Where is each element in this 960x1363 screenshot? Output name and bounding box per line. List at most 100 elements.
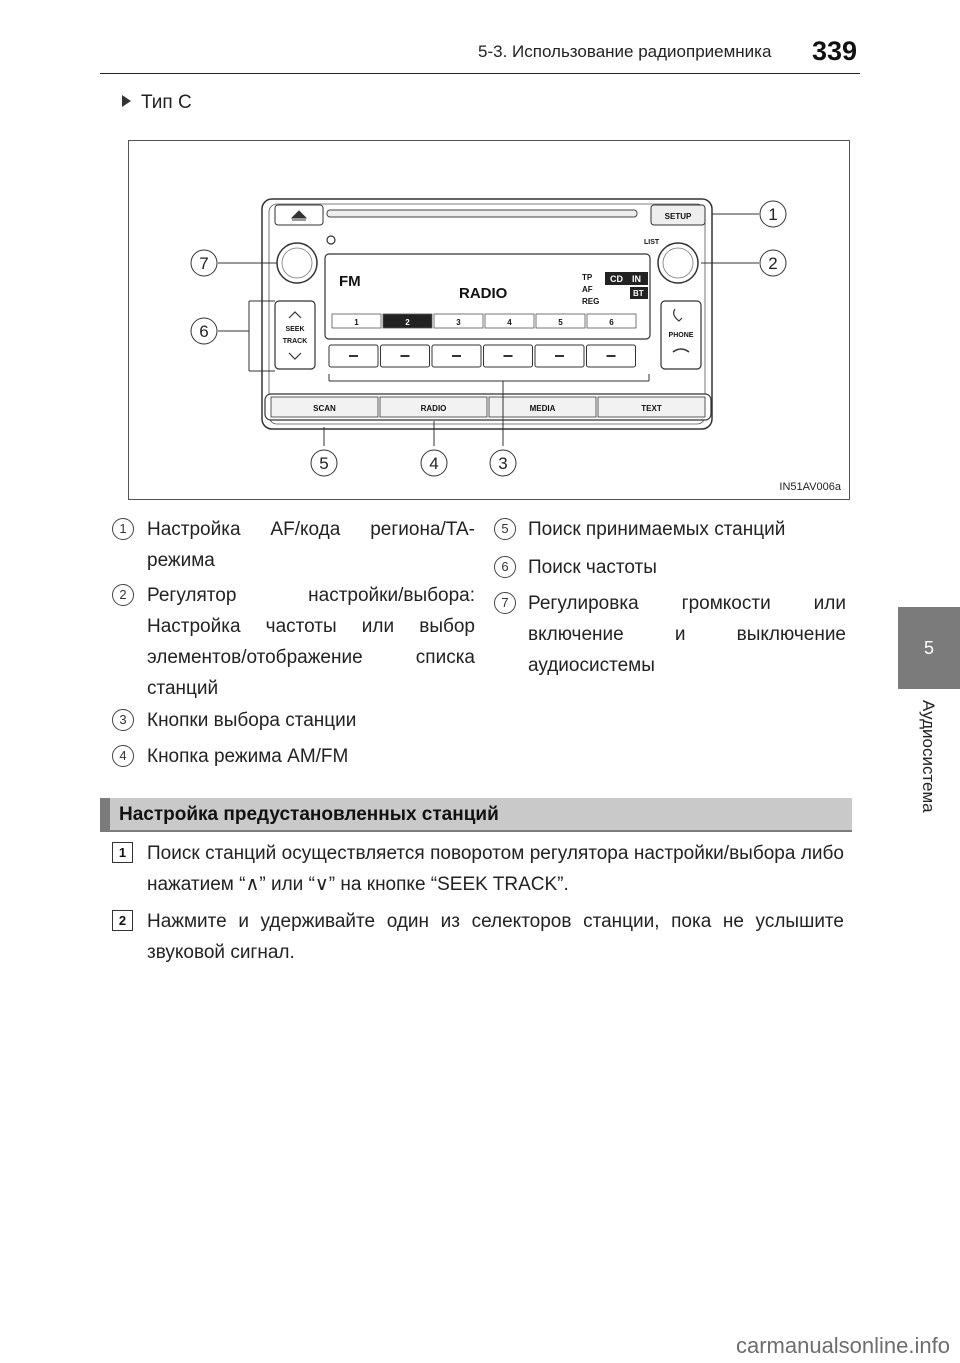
legend-text: Кнопка режима AM/FM xyxy=(147,746,349,767)
reg-label: REG xyxy=(582,297,599,306)
chevron-down-icon xyxy=(288,352,302,360)
header-rule xyxy=(100,73,860,74)
svg-text:2: 2 xyxy=(768,254,777,273)
tune-select-knob xyxy=(657,242,699,284)
legend-item-7: Регулировка громкости или включение и вы… xyxy=(528,588,846,681)
callout-3: 3 xyxy=(489,449,517,477)
chapter-label: Аудиосистема xyxy=(898,700,960,830)
callout-4: 4 xyxy=(420,449,448,477)
chapter-label-text: Аудиосистема xyxy=(919,700,938,813)
legend-number-7: 7 xyxy=(494,592,516,614)
step-number-1: 1 xyxy=(112,842,133,863)
bt-label: BT xyxy=(633,289,644,298)
legend-text: Кнопки выбора станции xyxy=(147,710,357,731)
button-media[interactable]: MEDIA xyxy=(488,396,597,418)
in-label: IN xyxy=(632,274,641,284)
svg-text:4: 4 xyxy=(507,318,512,327)
step-text: Нажмите и удерживайте один из селекторов… xyxy=(147,911,844,963)
header-section-title: 5-3. Использование радиоприемника xyxy=(478,42,772,61)
cd-slot xyxy=(326,209,638,218)
callout-2: 2 xyxy=(759,249,787,277)
cd-label: CD xyxy=(610,274,623,284)
legend-text: Регулировка громкости или включение и вы… xyxy=(528,593,846,676)
list-label: LIST xyxy=(644,239,660,246)
eject-icon xyxy=(290,210,308,221)
phone-button xyxy=(660,300,702,370)
station-button-2[interactable] xyxy=(380,344,430,368)
svg-text:1: 1 xyxy=(768,205,777,224)
preset-display-5: 5 xyxy=(535,313,586,329)
station-button-1[interactable] xyxy=(328,344,379,368)
page-number: 339 xyxy=(812,36,858,66)
triangle-bullet-icon xyxy=(122,94,131,107)
button-text[interactable]: TEXT xyxy=(597,396,706,418)
svg-text:3: 3 xyxy=(456,318,461,327)
svg-text:RADIO: RADIO xyxy=(421,404,447,413)
svg-text:6: 6 xyxy=(609,318,614,327)
legend-number-2: 2 xyxy=(112,584,134,606)
seek-track-button xyxy=(274,300,316,370)
svg-text:5: 5 xyxy=(319,454,328,473)
svg-text:3: 3 xyxy=(498,454,507,473)
legend-item-4: Кнопка режима AM/FM xyxy=(147,741,475,772)
step-2: Нажмите и удерживайте один из селекторов… xyxy=(147,906,844,968)
svg-text:1: 1 xyxy=(354,318,359,327)
legend-item-6: Поиск частоты xyxy=(528,552,846,583)
station-button-3[interactable] xyxy=(431,344,482,368)
cd-in-badge xyxy=(605,272,648,285)
fm-label: FM xyxy=(339,273,361,290)
callout-6: 6 xyxy=(190,317,218,345)
station-button-4[interactable] xyxy=(483,344,533,368)
step-text: Поиск станций осуществляется поворотом р… xyxy=(147,843,844,895)
preset-display-3: 3 xyxy=(433,313,484,329)
legend-item-1: Настройка AF/кода региона/TA-режима xyxy=(147,514,475,576)
step-1: Поиск станций осуществляется поворотом р… xyxy=(147,838,844,900)
volume-knob xyxy=(276,242,318,284)
legend-number-6: 6 xyxy=(494,556,516,578)
svg-text:6: 6 xyxy=(199,322,208,341)
preset-bar: 1 2 3 4 5 6 xyxy=(331,313,637,329)
button-radio[interactable]: RADIO xyxy=(379,396,488,418)
section-underline xyxy=(100,830,852,832)
chapter-tab: 5 xyxy=(898,607,960,689)
callout-5: 5 xyxy=(310,449,338,477)
svg-text:7: 7 xyxy=(199,254,208,273)
callout-7: 7 xyxy=(190,249,218,277)
legend-item-2: Регулятор настройки/выбора: Настройка ча… xyxy=(147,580,475,704)
legend-text: Настройка AF/кода региона/TA-режима xyxy=(147,519,475,571)
power-icon xyxy=(326,235,336,245)
phone-icon xyxy=(673,308,683,322)
seek-label: SEEK xyxy=(285,326,304,333)
phone-label: PHONE xyxy=(669,332,694,339)
button-scan[interactable]: SCAN xyxy=(270,396,379,418)
chevron-up-icon xyxy=(288,311,302,319)
station-button-5[interactable] xyxy=(534,344,585,368)
svg-text:MEDIA: MEDIA xyxy=(530,404,556,413)
type-heading-text: Тип С xyxy=(141,92,192,113)
svg-text:4: 4 xyxy=(429,454,438,473)
callouts: 1 2 3 4 5 6 7 xyxy=(190,200,787,477)
legend-number-3: 3 xyxy=(112,709,134,731)
legend-number-4: 4 xyxy=(112,745,134,767)
preset-display-1: 1 xyxy=(331,313,382,329)
legend-number-1: 1 xyxy=(112,518,134,540)
track-label: TRACK xyxy=(283,338,308,345)
station-button-6[interactable] xyxy=(586,344,636,368)
bottom-buttons: SCAN RADIO MEDIA TEXT xyxy=(264,393,712,421)
radio-display-text: RADIO xyxy=(459,285,508,302)
hang-up-icon xyxy=(672,348,690,353)
svg-text:SCAN: SCAN xyxy=(313,404,336,413)
tp-label: TP xyxy=(582,273,593,282)
legend-item-3: Кнопки выбора станции xyxy=(147,705,475,736)
radio-figure: SETUP LIST FM RADIO TP AF REG CD IN BT 1… xyxy=(128,140,850,500)
svg-text:TEXT: TEXT xyxy=(641,404,662,413)
callout-1: 1 xyxy=(759,200,787,228)
preset-buttons xyxy=(328,344,636,368)
preset-display-6: 6 xyxy=(586,313,637,329)
af-label: AF xyxy=(582,285,593,294)
bt-badge xyxy=(630,287,648,299)
legend-item-5: Поиск принимаемых станций xyxy=(528,514,846,545)
svg-text:2: 2 xyxy=(405,318,410,327)
preset-display-4: 4 xyxy=(484,313,535,329)
legend-text: Поиск принимаемых станций xyxy=(528,519,786,540)
